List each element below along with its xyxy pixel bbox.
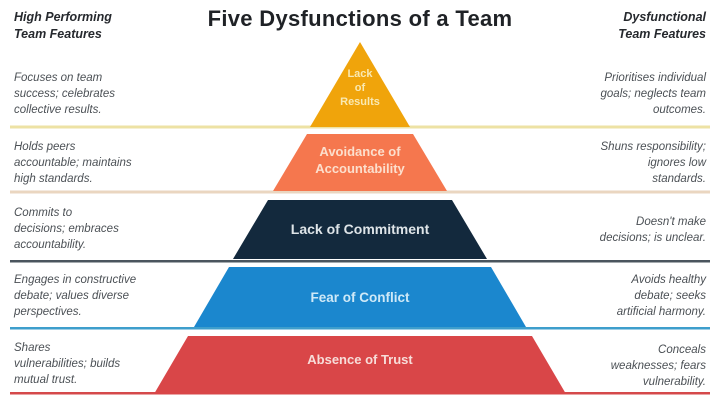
left-feature-results: Focuses on team success; celebrates coll… (14, 72, 115, 116)
tier-label-lack-of-results: Lack of Results (340, 68, 380, 108)
tier-shape-absence-of-trust (154, 336, 566, 394)
right-feature-trust: Conceals weaknesses; fears vulnerability… (610, 344, 706, 388)
tier-shape-lack-of-commitment (233, 200, 487, 259)
right-feature-conflict: Avoids healthy debate; seeks artificial … (616, 274, 706, 318)
page-title: Five Dysfunctions of a Team (207, 6, 513, 31)
tier-label-absence-of-trust: Absence of Trust (307, 352, 413, 367)
tier-label-avoidance-accountability: Avoidance of Accountability (315, 144, 405, 176)
left-feature-trust: Shares vulnerabilities; builds mutual tr… (14, 342, 121, 386)
tier-shape-avoidance-accountability (273, 134, 447, 191)
tier-label-fear-of-conflict: Fear of Conflict (310, 290, 410, 305)
right-column-header: Dysfunctional Team Features (618, 10, 706, 41)
tier-label-lack-of-commitment: Lack of Commitment (290, 221, 430, 237)
divider-line-accountability (10, 190, 710, 194)
tier-shape-fear-of-conflict (194, 267, 526, 327)
right-feature-commitment: Doesn't make decisions; is unclear. (599, 216, 706, 244)
left-feature-commitment: Commits to decisions; embraces accountab… (14, 207, 119, 251)
left-feature-accountability: Holds peers accountable; maintains high … (14, 141, 132, 185)
left-column-header: High Performing Team Features (14, 10, 112, 41)
tier-shape-lack-of-results (310, 42, 410, 127)
left-feature-conflict: Engages in constructive debate; values d… (14, 274, 137, 318)
right-feature-accountability: Shuns responsibility; ignores low standa… (600, 141, 706, 185)
divider-line-conflict (10, 327, 710, 330)
right-feature-results: Prioritises individual goals; neglects t… (600, 72, 706, 116)
divider-line-commitment (10, 260, 710, 263)
